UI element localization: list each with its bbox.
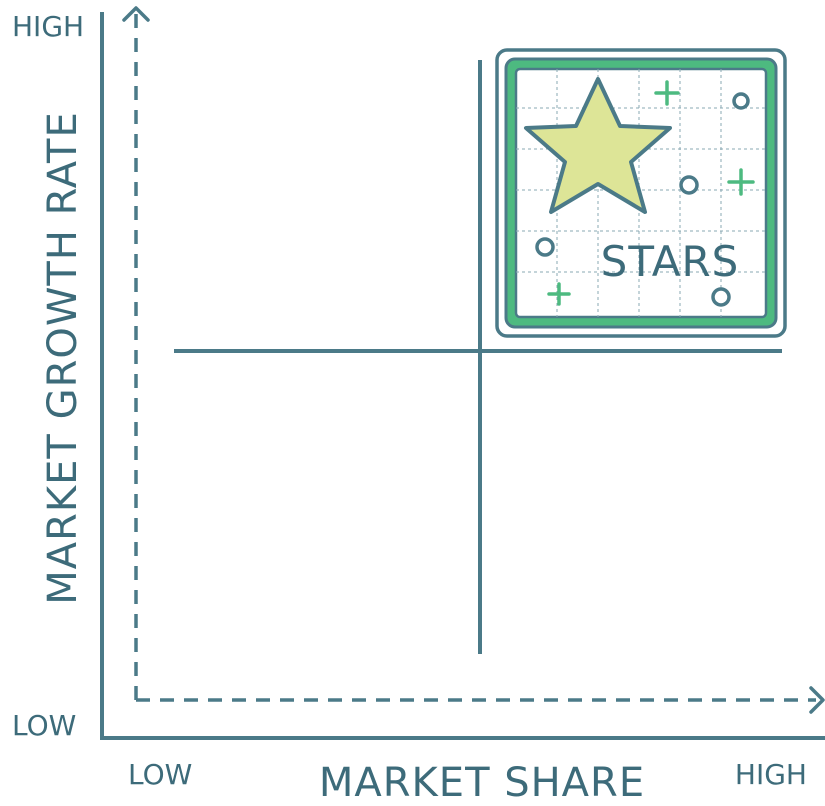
circle-icon xyxy=(535,237,555,257)
circle-icon xyxy=(732,92,750,110)
x-axis-title: MARKET SHARE xyxy=(319,760,645,806)
plus-icon xyxy=(654,80,680,106)
quadrant-label-stars: STARS xyxy=(601,237,740,286)
plus-icons xyxy=(547,80,755,306)
plus-icon xyxy=(547,282,571,306)
x-axis-low-label: LOW xyxy=(128,758,192,791)
y-axis-title: MARKET GROWTH RATE xyxy=(40,111,86,605)
circle-icons xyxy=(535,92,750,307)
circle-icon xyxy=(711,287,731,307)
y-axis-high-label: HIGH xyxy=(12,10,84,43)
stars-quadrant-card: STARS xyxy=(495,48,787,338)
circle-icon xyxy=(679,175,699,195)
x-axis-arrow-icon xyxy=(809,686,825,714)
plus-icon xyxy=(727,168,755,196)
x-axis-high-label: HIGH xyxy=(735,758,807,791)
card-grid xyxy=(516,69,766,317)
outer-axis-frame xyxy=(100,12,825,740)
y-axis-arrow-icon xyxy=(122,6,150,22)
y-axis-low-label: LOW xyxy=(12,709,76,742)
star-icon xyxy=(524,77,672,214)
